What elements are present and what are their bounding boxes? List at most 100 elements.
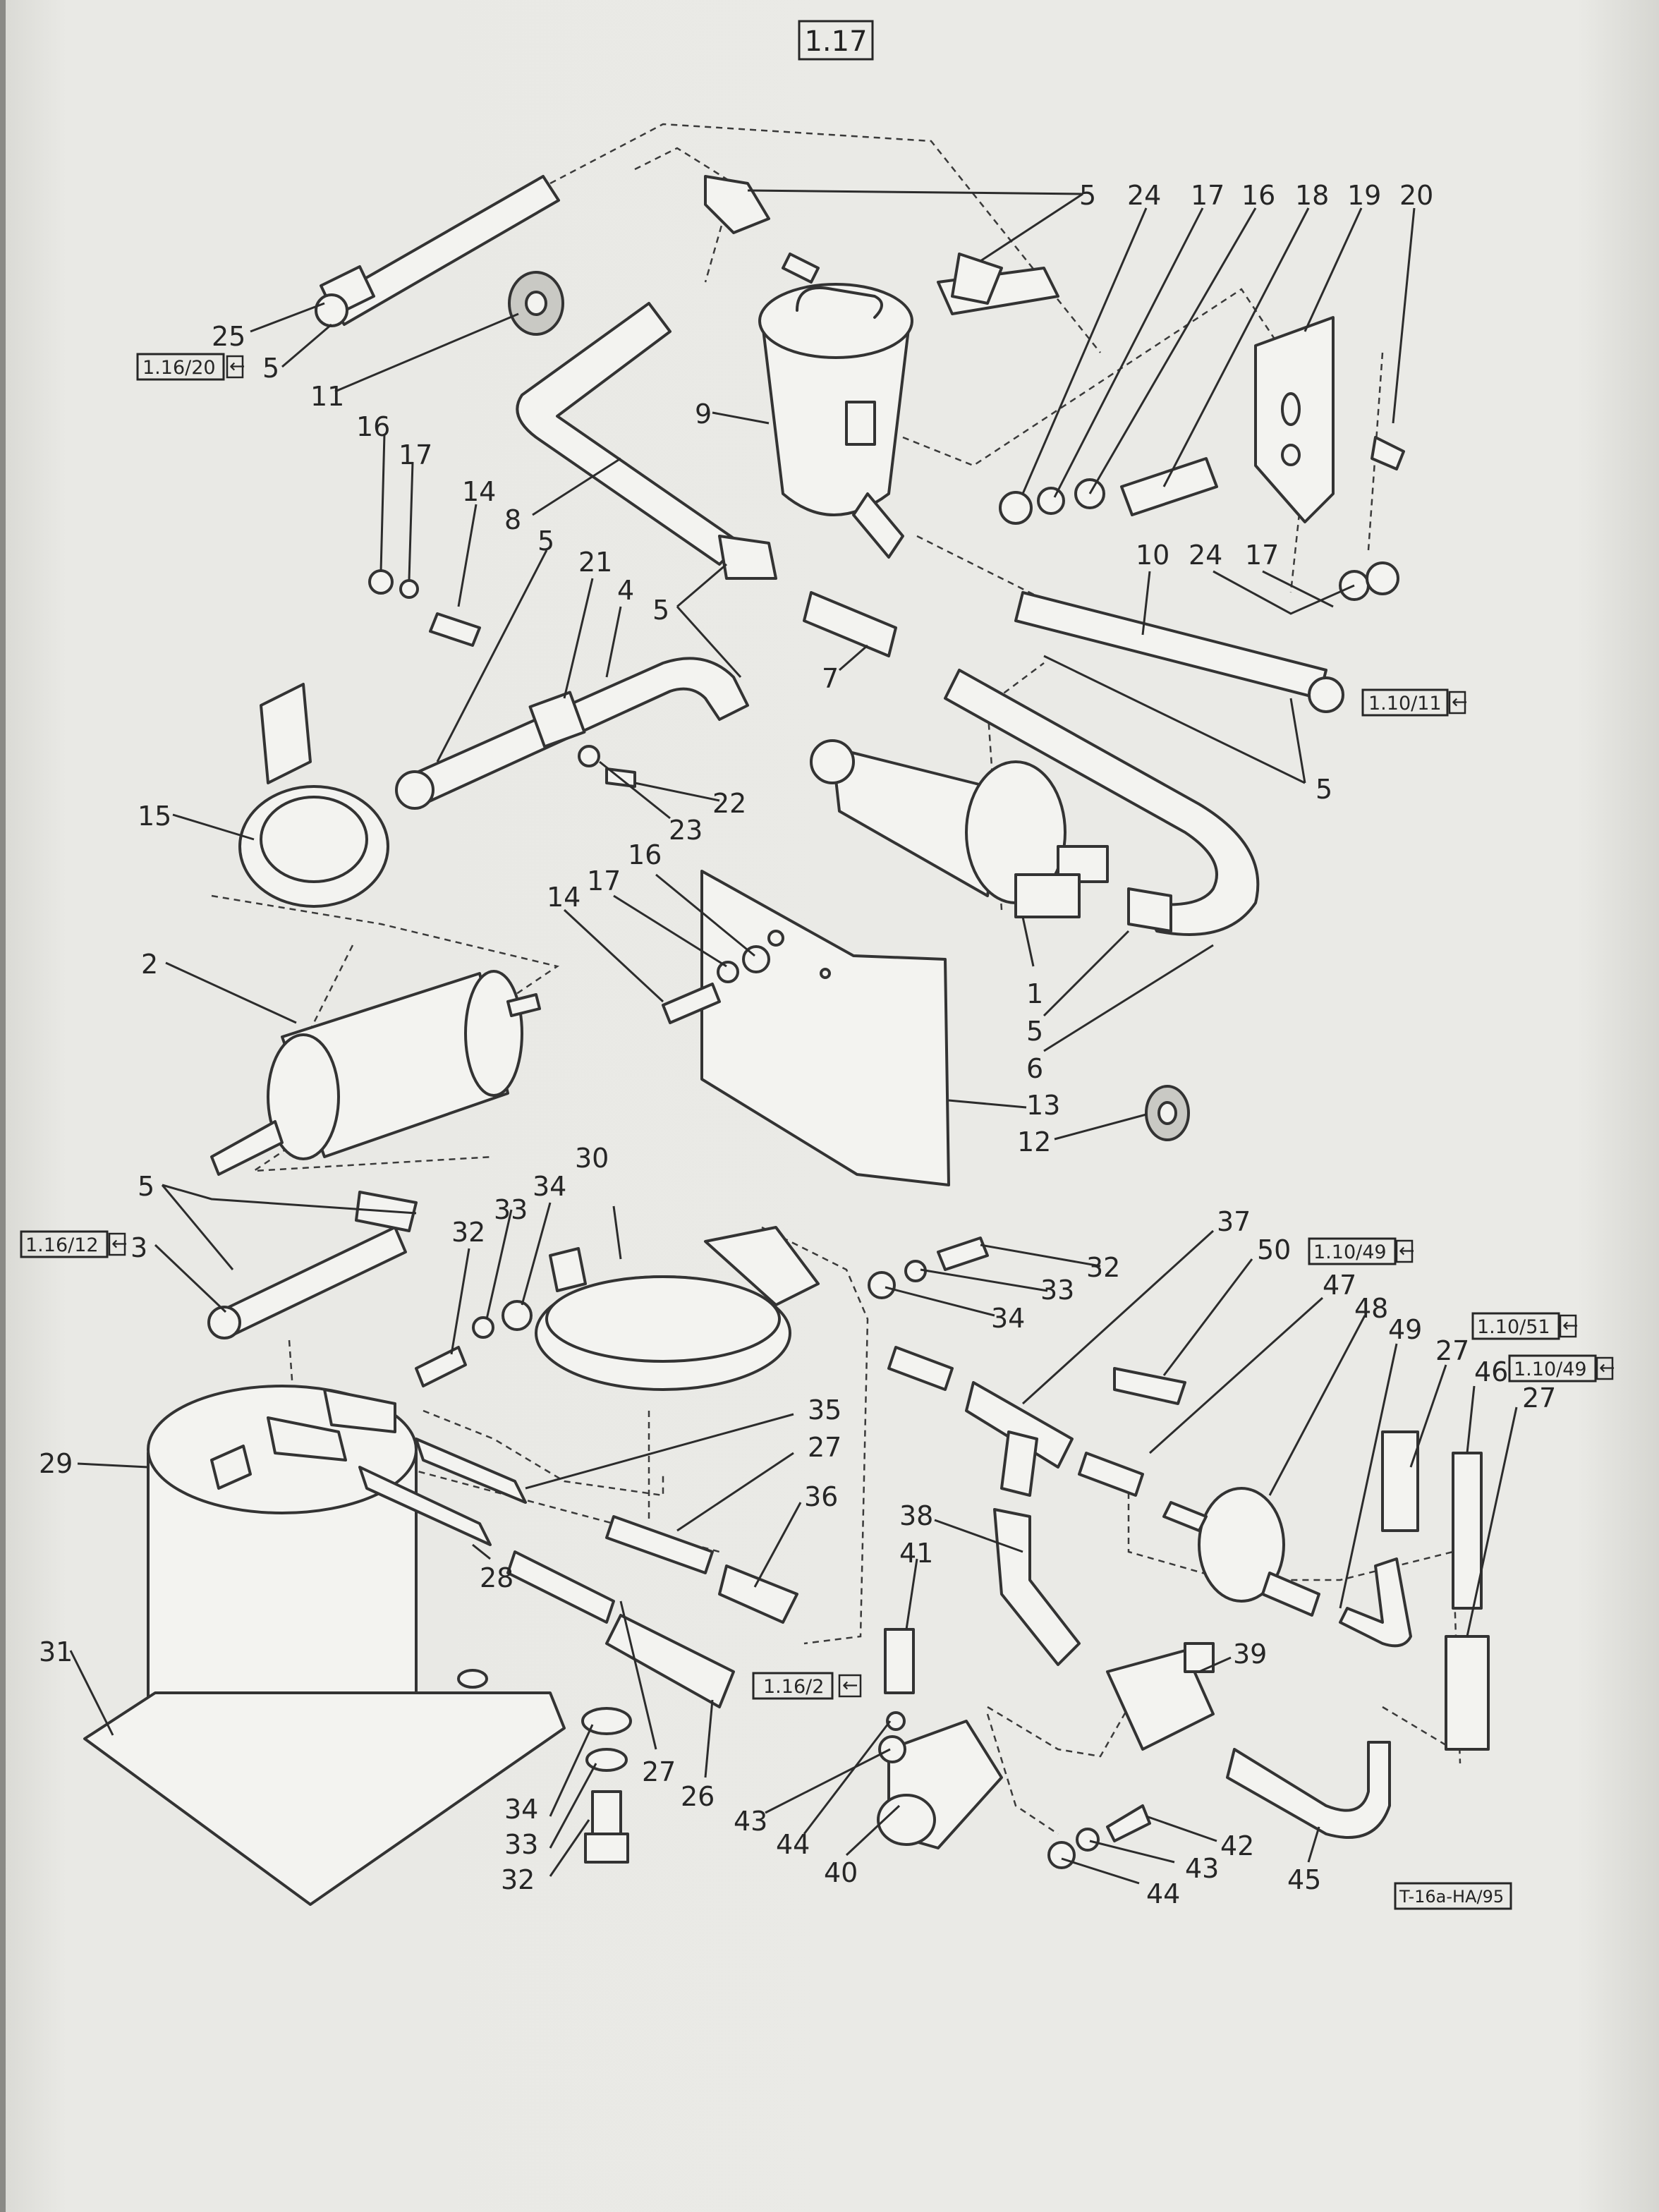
callout-27: 27 [1435, 1335, 1469, 1366]
callout-17: 17 [587, 865, 621, 897]
callout-20: 20 [1399, 180, 1433, 211]
callout-32: 32 [451, 1217, 485, 1248]
callout-49: 49 [1388, 1314, 1422, 1345]
svg-text:←: ← [1452, 691, 1468, 713]
callout-6: 6 [1026, 1053, 1043, 1084]
callout-34: 34 [504, 1794, 538, 1825]
ref-box-1-16-2: 1.16/2 ← [752, 1672, 862, 1700]
callout-2: 2 [141, 949, 158, 980]
svg-text:←: ← [1562, 1315, 1579, 1337]
drawing-code-box: T-16a-HA/95 [1394, 1882, 1512, 1910]
page-number-box: 1.17 [798, 20, 874, 61]
callout-22: 22 [712, 788, 746, 819]
hose-3 [207, 1191, 418, 1339]
callout-27: 27 [1522, 1382, 1556, 1414]
leader-lines [69, 189, 1518, 1885]
callout-42: 42 [1220, 1830, 1254, 1861]
filter-canister-9 [758, 253, 913, 559]
callout-5: 5 [537, 525, 554, 557]
hose-45 [1226, 1741, 1391, 1839]
callout-21: 21 [578, 547, 612, 578]
ref-box-1-10-49-top: 1.10/49 ← [1308, 1237, 1415, 1265]
callout-43: 43 [734, 1806, 767, 1837]
svg-text:←: ← [842, 1675, 858, 1696]
connector-27-mid [605, 1515, 714, 1574]
callout-24: 24 [1189, 540, 1222, 571]
callout-30: 30 [575, 1143, 609, 1174]
hose-46 [1445, 1452, 1490, 1751]
valve-48 [1162, 1487, 1320, 1617]
callout-17: 17 [399, 439, 432, 470]
bolt-41 [878, 1628, 915, 1763]
callout-13: 13 [1026, 1090, 1060, 1121]
callout-3: 3 [130, 1232, 147, 1263]
svg-text:←: ← [1399, 1240, 1415, 1262]
hose-6 [944, 669, 1260, 936]
callout-34: 34 [533, 1171, 566, 1202]
callout-38: 38 [899, 1500, 933, 1531]
callout-18: 18 [1295, 180, 1329, 211]
callout-33: 33 [504, 1829, 538, 1860]
hose-38 [993, 1508, 1081, 1666]
hose-segments [358, 1346, 1186, 1708]
callout-34: 34 [991, 1303, 1025, 1334]
connector-27-right [1381, 1430, 1419, 1532]
callout-25: 25 [212, 321, 245, 352]
callout-45: 45 [1287, 1864, 1321, 1895]
hose-4 [395, 657, 749, 810]
callout-12: 12 [1017, 1126, 1051, 1157]
ref-box-1-10-11: 1.10/11 ← [1361, 688, 1468, 717]
connector-7 [803, 591, 897, 657]
callout-44: 44 [1146, 1878, 1180, 1909]
callout-50: 50 [1257, 1234, 1291, 1265]
svg-text:←: ← [1599, 1357, 1615, 1379]
callout-5: 5 [138, 1171, 154, 1202]
bolt-32-right [868, 1236, 989, 1299]
callout-36: 36 [804, 1481, 838, 1512]
svg-text:1.10/51: 1.10/51 [1477, 1316, 1550, 1338]
callout-37: 37 [1217, 1206, 1251, 1237]
bolt-14-left [368, 569, 481, 647]
bracket-19 [1254, 316, 1335, 523]
valve-39 [1106, 1642, 1215, 1751]
svg-text:1.10/49: 1.10/49 [1313, 1241, 1387, 1263]
callout-16: 16 [1241, 180, 1275, 211]
page-number: 1.17 [804, 25, 867, 58]
callout-19: 19 [1347, 180, 1381, 211]
callout-7: 7 [822, 663, 839, 694]
callout-15: 15 [138, 801, 171, 832]
callout-31: 31 [39, 1636, 73, 1667]
callout-26: 26 [681, 1781, 715, 1812]
callout-39: 39 [1233, 1639, 1267, 1670]
callout-28: 28 [480, 1562, 514, 1593]
mount-stud-18 [999, 436, 1405, 525]
callout-9: 9 [695, 399, 712, 430]
callout-44: 44 [776, 1829, 810, 1860]
mounting-plate-13 [700, 870, 950, 1186]
callout-5: 5 [652, 595, 669, 626]
drawing-code: T-16a-HA/95 [1399, 1887, 1504, 1907]
grommet-11 [508, 271, 564, 336]
callout-43: 43 [1185, 1853, 1219, 1884]
hose-top-left [315, 175, 560, 327]
callout-46: 46 [1474, 1356, 1508, 1387]
ref-box-1-16-20: 1.16/20 ← [136, 353, 245, 381]
callout-10: 10 [1136, 540, 1169, 571]
callout-numbers: 5 24 17 16 18 19 20 25 5 11 9 8 5 7 10 2… [39, 180, 1556, 1909]
ref-box-1-10-49-right: 1.10/49 ← [1508, 1354, 1615, 1382]
hose-10 [1014, 561, 1399, 713]
svg-text:1.10/11: 1.10/11 [1368, 693, 1442, 715]
callout-40: 40 [824, 1857, 858, 1888]
svg-text:1.16/12: 1.16/12 [25, 1234, 99, 1256]
callout-5: 5 [1079, 180, 1096, 211]
bolt-32-left [415, 1300, 533, 1387]
callout-47: 47 [1323, 1270, 1356, 1301]
callout-11: 11 [310, 381, 344, 412]
t-connector-37 [965, 1381, 1074, 1497]
callout-33: 33 [494, 1194, 528, 1225]
scan-edge-shadow [0, 0, 6, 2212]
callout-17: 17 [1245, 540, 1279, 571]
hose-clips-top [704, 175, 1059, 315]
svg-text:1.16/20: 1.16/20 [142, 357, 216, 379]
